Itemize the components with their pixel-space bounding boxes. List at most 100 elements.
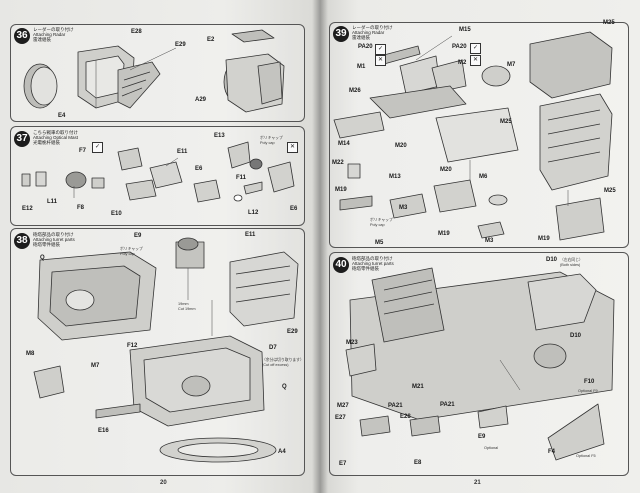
optical-mast-parts (21, 141, 295, 203)
poly-cap-note-jp: ポリキャップ (370, 218, 393, 222)
optional-f5-note: Optional F5 (576, 454, 596, 458)
part-label: M13 (389, 174, 401, 180)
part-label: PA21 (440, 402, 455, 408)
part-label: E16 (98, 428, 109, 434)
step-39-title-cn: 雷達組裝 (352, 35, 370, 40)
part-label: E11 (245, 232, 256, 238)
both-sides-note-en: (Both sides) (560, 263, 581, 267)
radar-assembly-stack (529, 31, 613, 241)
step-38-title-cn: 砲塔零件組裝 (33, 242, 60, 247)
part-label: M27 (337, 403, 349, 409)
part-label: E9 (134, 233, 142, 239)
step-37-title-en: Attaching Optical Mast (33, 135, 79, 140)
part-label: F10 (584, 379, 595, 385)
step-38-title-en: Attaching turret parts (33, 237, 75, 242)
part-label: F8 (77, 205, 85, 211)
turret-hull-lower (33, 335, 277, 463)
part-label: E29 (175, 42, 186, 48)
step-40-title-jp: 砲塔部品の取り付け (352, 256, 393, 261)
check-icon: ✓ (470, 43, 481, 54)
part-label: E8 (414, 460, 422, 466)
radar-mount-parts (333, 45, 519, 239)
part-label: F4 (548, 449, 556, 455)
part-label: M7 (507, 62, 516, 68)
cross-icon: ✕ (375, 55, 386, 66)
part-label: M2 (458, 60, 467, 66)
part-label: L12 (248, 210, 259, 216)
part-label: PA20 (452, 44, 467, 50)
step-40-number: 40 (333, 257, 349, 273)
poly-cap-note-jp: ポリキャップ (260, 136, 283, 140)
part-label: M5 (375, 240, 384, 246)
radar-assembled (223, 53, 285, 113)
part-label: PA20 (358, 44, 373, 50)
page-gutter (312, 0, 328, 493)
part-label: M3 (399, 205, 408, 211)
part-label: E28 (131, 29, 142, 35)
part-label: M20 (440, 167, 452, 173)
part-label: E9 (478, 434, 486, 440)
part-label: E13 (214, 133, 225, 139)
part-label: M25 (500, 119, 512, 125)
part-label: D10 (570, 333, 582, 339)
part-label: M20 (395, 143, 407, 149)
poly-cap-note-en: Poly cap (260, 141, 275, 145)
part-label: F12 (127, 343, 138, 349)
radar-disc-part-e4 (23, 63, 58, 109)
cross-icon: ✕ (470, 55, 481, 66)
part-label: E29 (287, 329, 298, 335)
turret-final-assembly (345, 267, 615, 461)
part-label: M15 (459, 27, 471, 33)
step-39-title-jp: レーダーの取り付け (352, 25, 393, 30)
part-label: E10 (111, 211, 122, 217)
turret-sensor-boxes (175, 237, 299, 327)
turret-hull-upper (37, 251, 157, 341)
step-40-title-cn: 砲塔零件組裝 (352, 266, 379, 271)
part-label: A4 (278, 449, 286, 455)
part-label: E27 (335, 415, 346, 421)
part-label: Q (282, 384, 287, 390)
step-36-title-en: Attaching Radar (33, 32, 66, 37)
cross-icon: ✕ (287, 142, 298, 153)
part-label: PA21 (388, 403, 403, 409)
page-number-left: 20 (160, 480, 167, 486)
part-label: A29 (195, 97, 207, 103)
check-icon: ✓ (375, 44, 386, 55)
step-40-title-en: Attaching turret parts (352, 261, 394, 266)
step-38-title-jp: 砲塔部品の取り付け (33, 232, 74, 237)
part-label: M23 (346, 340, 358, 346)
step-38-number: 38 (14, 233, 30, 249)
part-label: M3 (485, 238, 494, 244)
part-label: M25 (603, 20, 615, 26)
step-37-number: 37 (14, 131, 30, 147)
part-label: E4 (58, 113, 66, 119)
poly-cap-note-en: Poly cap (370, 223, 385, 227)
part-label: M21 (412, 384, 424, 390)
page-number-right: 21 (474, 480, 481, 486)
poly-cap-note-jp: ポリキャップ (120, 247, 143, 251)
part-label: D7 (269, 345, 277, 351)
cut-length-note: 19mm (178, 302, 189, 306)
cut-length-note-en: Cut 19mm (178, 307, 196, 311)
step-36-number: 36 (14, 28, 30, 44)
part-label: M19 (538, 236, 550, 242)
part-label: M22 (332, 160, 344, 166)
part-label: E6 (290, 206, 298, 212)
optional-note: Optional (484, 446, 499, 450)
optional-f9-note: Optional F9 (578, 389, 598, 393)
step-39-number: 39 (333, 26, 349, 42)
part-label: E6 (195, 166, 203, 172)
cut-excess-note-en: (Cut off excess) (262, 363, 289, 367)
part-label: M19 (335, 187, 347, 193)
step-36-title-cn: 雷達組裝 (33, 37, 51, 42)
step-37-title-cn: 光電桅杆組裝 (33, 140, 60, 145)
part-label: D10 (546, 257, 558, 263)
part-label: F7 (79, 148, 87, 154)
step-39-title-en: Attaching Radar (352, 30, 385, 35)
part-label: M25 (604, 188, 616, 194)
part-label: E2 (207, 37, 215, 43)
part-label: E7 (339, 461, 347, 467)
part-label: M14 (338, 141, 350, 147)
